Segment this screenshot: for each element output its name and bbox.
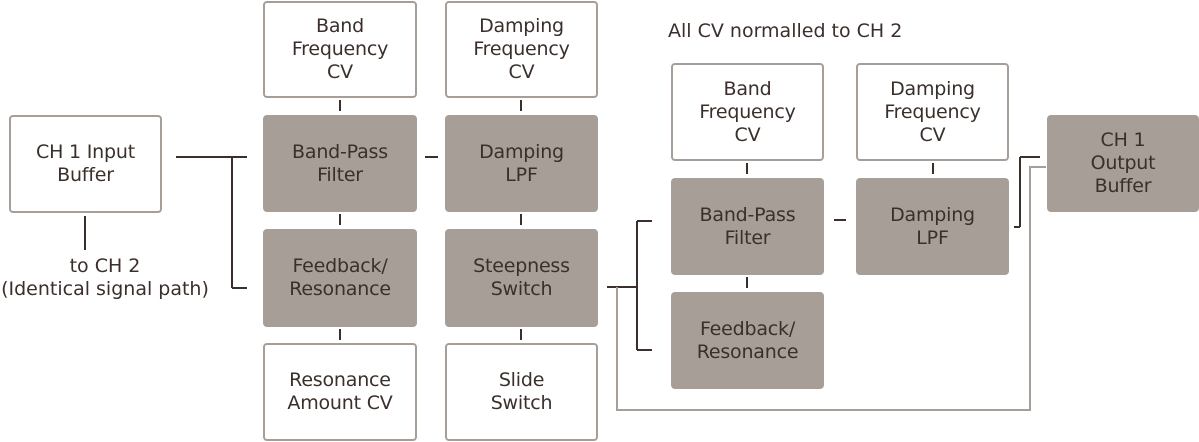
damping-frequency-cv-1-label: Damping Frequency CV (473, 15, 570, 83)
to-ch2-label: to CH 2 (Identical signal path) (1, 255, 209, 300)
band-pass-filter-1: Band-Pass Filter (263, 115, 417, 212)
resonance-amount-cv-label: Resonance Amount CV (287, 369, 393, 414)
steepness-switch-label: Steepness Switch (473, 255, 570, 300)
damping-frequency-cv-2: Damping Frequency CV (856, 63, 1009, 161)
damping-frequency-cv-1: Damping Frequency CV (445, 1, 598, 98)
ch1-input-buffer-label: CH 1 Input Buffer (36, 141, 135, 186)
wire-bypass-to-output (616, 166, 1046, 411)
ch1-output-buffer: CH 1 Output Buffer (1047, 115, 1199, 212)
steepness-switch: Steepness Switch (445, 229, 598, 327)
band-frequency-cv-2: Band Frequency CV (671, 63, 824, 161)
ch1-output-buffer-label: CH 1 Output Buffer (1090, 129, 1156, 197)
damping-lpf-1-label: Damping LPF (479, 140, 564, 186)
cv-normalled-note: All CV normalled to CH 2 (668, 20, 903, 42)
band-pass-filter-2-label: Band-Pass Filter (699, 203, 796, 249)
feedback-resonance-2: Feedback/ Resonance (671, 292, 824, 389)
damping-lpf-2-label: Damping LPF (890, 203, 975, 249)
feedback-resonance-1-label: Feedback/ Resonance (289, 255, 391, 300)
feedback-resonance-2-label: Feedback/ Resonance (696, 317, 799, 363)
feedback-resonance-1: Feedback/ Resonance (263, 229, 417, 327)
band-frequency-cv-1-label: Band Frequency CV (291, 15, 389, 83)
damping-lpf-1: Damping LPF (445, 115, 598, 212)
damping-lpf-2: Damping LPF (856, 178, 1009, 275)
band-pass-filter-2: Band-Pass Filter (671, 178, 824, 275)
band-frequency-cv-1: Band Frequency CV (263, 1, 417, 98)
damping-frequency-cv-2-label: Damping Frequency CV (884, 77, 981, 146)
slide-switch-label: Slide Switch (490, 369, 553, 414)
resonance-amount-cv: Resonance Amount CV (263, 343, 417, 441)
slide-switch: Slide Switch (445, 343, 598, 441)
ch1-input-buffer: CH 1 Input Buffer (9, 115, 162, 213)
band-frequency-cv-2-label: Band Frequency CV (699, 77, 796, 146)
band-pass-filter-1-label: Band-Pass Filter (292, 140, 388, 186)
